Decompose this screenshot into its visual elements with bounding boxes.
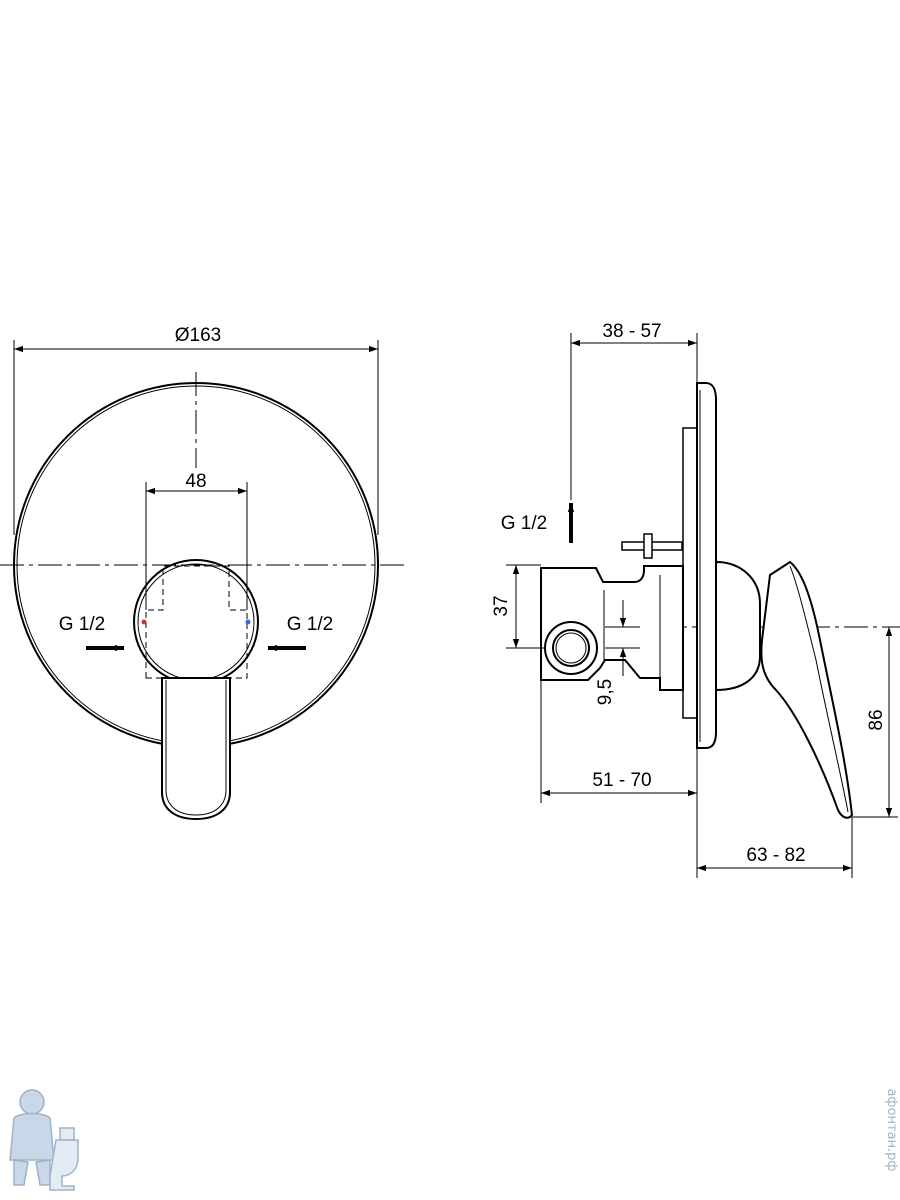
inlet-left-label: G 1/2 — [59, 614, 105, 635]
mounting-screw-head — [643, 533, 653, 559]
width-label: 48 — [185, 471, 206, 492]
inlet-right-label: G 1/2 — [287, 614, 333, 635]
cold-marker — [245, 619, 251, 625]
plumber-mascot-icon — [9, 1089, 79, 1191]
body-range-label: 51 - 70 — [592, 770, 651, 791]
outlet-port-inner — [552, 629, 590, 667]
front-lever — [161, 677, 231, 821]
side-lever-edge — [789, 565, 849, 813]
side-view — [506, 333, 900, 878]
front-lever-outline — [165, 680, 227, 816]
side-cover — [715, 560, 761, 692]
wall-plate — [696, 382, 717, 749]
offset-label: 9,5 — [595, 679, 616, 705]
handle-height-label: 86 — [866, 709, 887, 730]
diameter-label: Ø163 — [175, 325, 221, 346]
handle-range-label: 63 - 82 — [746, 845, 805, 866]
height-label: 37 — [491, 595, 512, 616]
handle-base-inner-edge — [137, 563, 255, 681]
depth-range-label: 38 - 57 — [602, 321, 661, 342]
hidden-valve-body — [145, 565, 248, 679]
outlet-port-thread — [555, 632, 587, 664]
hot-marker — [141, 619, 147, 625]
front-view — [0, 340, 405, 821]
watermark-side-text: афонтан.рф — [884, 1088, 899, 1171]
handle-base — [133, 559, 259, 685]
wall-plate-recess — [682, 427, 698, 719]
side-lever — [760, 560, 854, 819]
outlet-label: G 1/2 — [501, 513, 547, 534]
